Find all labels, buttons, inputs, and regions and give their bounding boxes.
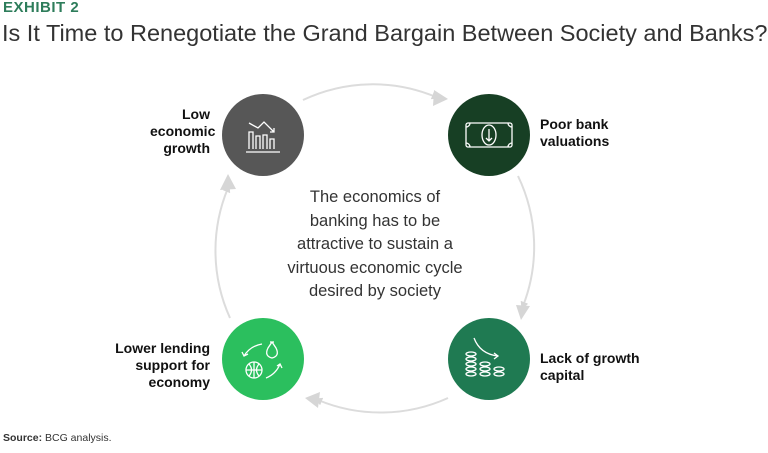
- coin-stacks-decline-icon: [465, 337, 505, 377]
- node-label: Lower lending support for economy: [100, 340, 210, 391]
- node-lack-of-growth-capital: [448, 318, 530, 400]
- center-line: attractive to sustain a: [297, 235, 453, 253]
- exhibit-title: Is It Time to Renegotiate the Grand Barg…: [2, 20, 768, 46]
- arrow-top: [302, 83, 440, 101]
- label-line: valuations: [540, 133, 610, 149]
- node-label: Poor bank valuations: [540, 116, 609, 150]
- globe-money-cycle-icon: [241, 341, 283, 379]
- source-note: Source: BCG analysis.: [3, 432, 112, 444]
- label-line: economy: [148, 374, 210, 390]
- banknote-down-arrow-icon: [465, 122, 513, 148]
- label-line: economic: [150, 123, 216, 139]
- arrow-right: [517, 175, 536, 310]
- source-text: BCG analysis.: [42, 432, 112, 444]
- label-line: Low: [182, 106, 210, 122]
- label-line: Lower lending: [115, 340, 210, 356]
- label-line: capital: [540, 367, 585, 383]
- label-line: Poor bank: [540, 116, 609, 132]
- arrow-left: [214, 184, 231, 319]
- node-label: Lack of growth capital: [540, 350, 640, 384]
- center-text: The economics of banking has to be attra…: [265, 186, 485, 304]
- node-poor-bank-valuations: [448, 94, 530, 176]
- exhibit-label: EXHIBIT 2: [3, 0, 80, 16]
- center-line: virtuous economic cycle: [287, 258, 463, 277]
- arrow-bottom: [314, 397, 449, 414]
- declining-bar-chart-icon: [246, 121, 280, 153]
- center-line: desired by society: [308, 282, 442, 300]
- node-low-economic-growth: [222, 94, 304, 176]
- center-line: banking has to be: [309, 211, 441, 230]
- label-line: growth: [163, 140, 210, 156]
- label-line: support for: [135, 357, 210, 373]
- node-label: Low economic growth: [150, 106, 216, 157]
- center-line: The economics of: [309, 188, 441, 206]
- node-lower-lending-support: [222, 318, 304, 400]
- label-line: Lack of growth: [540, 350, 640, 366]
- source-prefix: Source:: [3, 432, 43, 444]
